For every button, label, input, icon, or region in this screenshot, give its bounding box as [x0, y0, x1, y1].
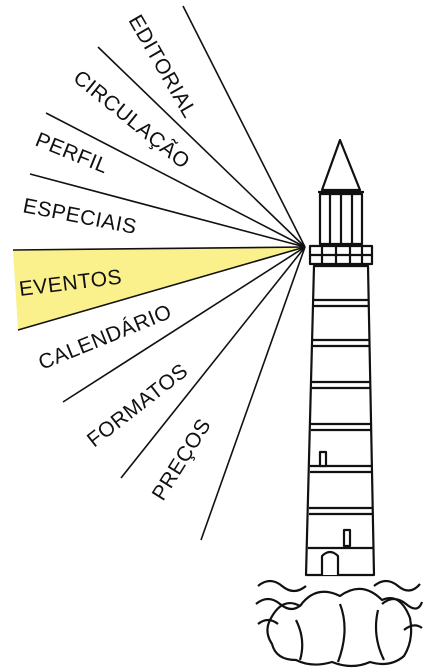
- lighthouse-door: [322, 552, 338, 575]
- lighthouse-icon: [256, 140, 422, 666]
- menu-item-especiais[interactable]: ESPECIAIS: [21, 194, 139, 239]
- lighthouse-roof: [322, 140, 360, 190]
- lighthouse-tower: [306, 266, 374, 575]
- lighthouse-window-lower: [344, 530, 350, 546]
- menu-item-editorial[interactable]: EDITORIAL: [124, 11, 201, 122]
- menu-item-perfil[interactable]: PERFIL: [32, 128, 112, 178]
- lighthouse-window-upper: [320, 452, 326, 466]
- ray-editorial: [183, 6, 305, 247]
- menu-item-precos[interactable]: PREÇOS: [148, 415, 216, 505]
- menu-item-formatos[interactable]: FORMATOS: [83, 359, 193, 452]
- ray-precos: [201, 247, 305, 540]
